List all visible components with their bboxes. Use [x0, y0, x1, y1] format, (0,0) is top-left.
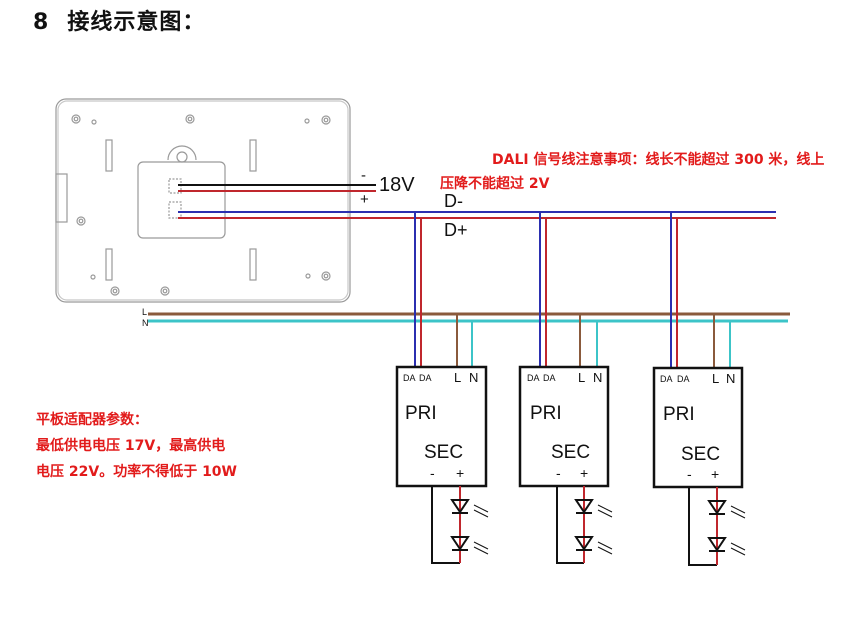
screw-holes: [71, 114, 331, 296]
driver-sec-label: SEC: [424, 442, 463, 463]
panel-slots: [105, 139, 257, 281]
driver-1: DA DA L N PRI SEC - +: [395, 212, 489, 564]
driver-sec-label: SEC: [551, 442, 590, 463]
tablet-panel: [55, 98, 351, 303]
driver-pri-label: PRI: [663, 404, 695, 425]
panel-inner-outline: [57, 100, 349, 301]
led-return-wire: [688, 487, 717, 566]
driver-3: DA DA L N PRI SEC - +: [652, 212, 746, 566]
driver-n-label: N: [593, 370, 602, 385]
driver-box: [652, 366, 744, 489]
driver-sec-label: SEC: [681, 444, 720, 465]
driver-plus-label: +: [456, 465, 464, 481]
section-number: 8: [33, 10, 50, 35]
driver-box: [518, 365, 610, 488]
live-label: L: [142, 307, 147, 317]
neutral-label: N: [142, 318, 149, 328]
driver-da1-label: DA: [660, 374, 673, 384]
driver-n-label: N: [726, 371, 735, 386]
panel-side-clip: [55, 173, 68, 223]
driver-plus-label: +: [711, 466, 719, 482]
driver-n-label: N: [469, 370, 478, 385]
driver-da1-label: DA: [527, 373, 540, 383]
driver-minus-label: -: [556, 465, 561, 481]
led-icon: [450, 536, 489, 555]
dali-connector: [168, 201, 182, 219]
connector-plate: [137, 161, 226, 239]
adapter-params-line: 电压 22V。功率不得低于 10W: [36, 464, 237, 480]
driver-da1-label: DA: [403, 373, 416, 383]
driver-pri-label: PRI: [405, 403, 437, 424]
mains-wires: [148, 312, 790, 323]
driver-l-label: L: [454, 370, 461, 385]
driver-da2-label: DA: [543, 373, 556, 383]
dali-bus: [178, 211, 776, 219]
led-icon: [450, 499, 489, 518]
driver-da2-label: DA: [419, 373, 432, 383]
driver-box: [395, 365, 488, 488]
section-heading: 8 接线示意图：: [33, 4, 205, 36]
adapter-params-line: 最低供电电压 17V，最高供电: [36, 438, 226, 454]
led-return-wire: [556, 486, 584, 564]
power-plus-label: +: [360, 191, 369, 208]
d-plus-label: D+: [444, 220, 468, 240]
driver-plus-label: +: [580, 465, 588, 481]
driver-minus-label: -: [687, 466, 692, 482]
driver-pri-label: PRI: [530, 403, 562, 424]
hanger-hook: [167, 145, 197, 161]
driver-2: DA DA L N PRI SEC - +: [518, 212, 613, 564]
adapter-params-title: 平板适配器参数：: [36, 412, 148, 428]
driver-da2-label: DA: [677, 374, 690, 384]
power-minus-label: -: [361, 167, 366, 184]
d-minus-label: D-: [444, 191, 463, 211]
led-icon: [574, 536, 613, 555]
driver-l-label: L: [712, 371, 719, 386]
power-voltage-label: 18V: [379, 174, 415, 196]
led-icon: [707, 537, 746, 556]
power-wires: [178, 184, 376, 192]
dali-signal-note: DALI 信号线注意事项：线长不能超过 300 米，线上压降不能超过 2V: [440, 152, 825, 192]
led-icon: [574, 499, 613, 518]
panel-outline: [55, 98, 351, 303]
led-icon: [707, 500, 746, 519]
led-return-wire: [431, 486, 460, 564]
adapter-params-note: 平板适配器参数： 最低供电电压 17V，最高供电 电压 22V。功率不得低于 1…: [36, 407, 296, 485]
driver-l-label: L: [578, 370, 585, 385]
driver-minus-label: -: [430, 465, 435, 481]
section-title: 接线示意图：: [67, 10, 206, 35]
